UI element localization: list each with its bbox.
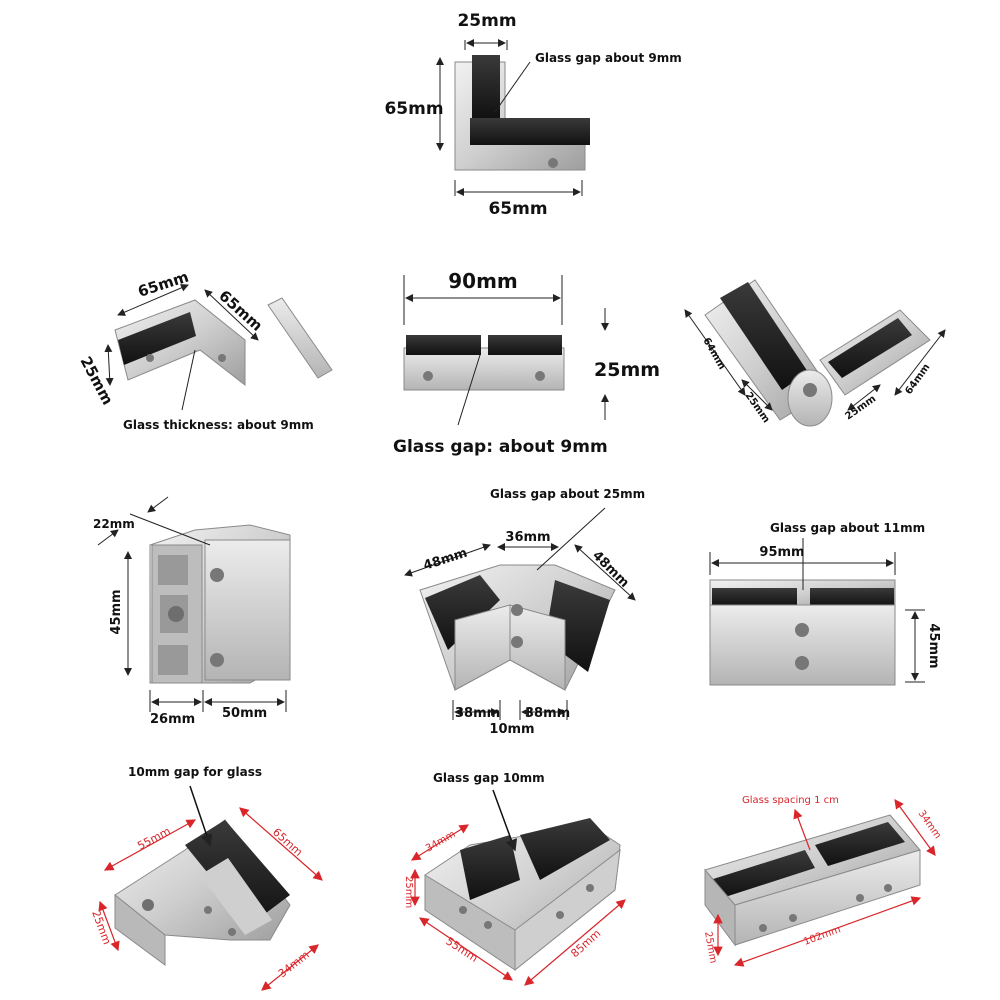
panel-square-clamp: 22mm 45mm 26mm 50mm — [93, 496, 291, 727]
panel-corner-l-90: 25mm 65mm 65mm Glass gap about 9mm — [384, 11, 681, 219]
screw-icon — [884, 884, 892, 892]
dim-left-height: 65mm — [384, 99, 443, 119]
dim-height: 25mm — [702, 931, 718, 965]
dim-side: 26mm — [150, 712, 195, 727]
dim-length: 90mm — [448, 269, 518, 293]
screw-icon — [210, 568, 224, 582]
dim-bottom-right: 38mm — [525, 706, 570, 721]
product-image — [114, 297, 333, 387]
screw-icon — [484, 921, 492, 929]
screw-icon — [146, 354, 154, 362]
dim-depth: 34mm — [916, 808, 943, 841]
dim-length: 95mm — [759, 545, 804, 560]
dim-top-width: 25mm — [457, 11, 516, 31]
callout-text: Glass gap 10mm — [433, 771, 545, 785]
screw-icon — [218, 354, 226, 362]
product-image — [419, 564, 616, 691]
dim-left: 48mm — [422, 546, 470, 574]
dim-right-length: 64mm — [903, 362, 932, 397]
dim-length-b: 65mm — [270, 826, 305, 859]
callout-text: 10mm gap for glass — [128, 765, 262, 779]
dim-bottom-width: 65mm — [488, 199, 547, 219]
callout-text: Glass gap about 11mm — [770, 521, 925, 535]
dimensions — [404, 507, 636, 720]
panel-long-connector-102: Glass spacing 1 cm 34mm 25mm 102mm — [702, 795, 943, 967]
dim-depth: 34mm — [276, 948, 312, 980]
screw-icon — [795, 623, 809, 637]
panel-adjustable-angle: 64mm 25mm 25mm 64mm — [684, 279, 946, 427]
screw-icon — [142, 899, 154, 911]
dim-height: 45mm — [926, 623, 941, 668]
dim-depth: 22mm — [93, 517, 135, 531]
dim-gap: 10mm — [489, 722, 534, 737]
panel-corner-10mm: Glass gap 10mm 34mm 25mm 55mm 85mm — [403, 771, 626, 986]
product-image — [704, 814, 921, 947]
dimensions — [410, 824, 626, 986]
screw-icon — [795, 656, 809, 670]
screw-icon — [228, 928, 236, 936]
screw-icon — [759, 924, 767, 932]
callout-text: Glass gap about 9mm — [535, 51, 682, 65]
panel-l-clamp-10mm: 10mm gap for glass 55mm 65mm 25mm 34mm — [89, 765, 323, 991]
dim-length-a: 55mm — [135, 825, 172, 853]
dimensions — [436, 39, 583, 196]
callout-text: Glass gap: about 9mm — [393, 437, 608, 457]
dim-height: 25mm — [594, 359, 660, 381]
screw-icon — [204, 906, 212, 914]
dimensions — [684, 309, 946, 411]
dimensions — [403, 275, 609, 426]
dim-center: 36mm — [505, 530, 550, 545]
dim-bottom-left: 38mm — [455, 706, 500, 721]
dimensions — [104, 284, 259, 411]
screw-icon — [548, 158, 558, 168]
dim-top: 34mm — [424, 829, 457, 855]
callout-text: Glass spacing 1 cm — [742, 795, 839, 806]
screw-icon — [586, 884, 594, 892]
screw-icon — [803, 383, 817, 397]
callout-text: Glass thickness: about 9mm — [123, 418, 314, 432]
screw-icon — [210, 653, 224, 667]
dim-right-width: 25mm — [843, 394, 878, 423]
dimensions — [98, 807, 323, 991]
pin-image — [267, 297, 333, 379]
panel-straight-connector-95: Glass gap about 11mm 95mm 45mm — [709, 521, 941, 686]
dim-length: 102mm — [802, 924, 842, 948]
screw-icon — [459, 906, 467, 914]
panel-straight-connector-90: 90mm 25mm Glass gap: about 9mm — [393, 269, 660, 457]
product-image — [403, 335, 565, 391]
dimensions — [97, 496, 287, 712]
dim-height: 25mm — [403, 876, 414, 908]
screw-icon — [511, 604, 523, 616]
dim-height: 25mm — [76, 353, 116, 407]
dimensions — [709, 538, 925, 683]
screw-icon — [856, 894, 864, 902]
screw-icon — [511, 636, 523, 648]
product-image — [709, 579, 896, 686]
screw-icon — [789, 914, 797, 922]
panel-angled-3way: 48mm 36mm 48mm Glass gap about 25mm 38mm… — [404, 487, 645, 737]
product-image — [704, 279, 931, 427]
panel-l-bracket-with-pin: 65mm 65mm 25mm Glass thickness: about 9m… — [76, 268, 333, 432]
screw-icon — [556, 911, 564, 919]
screw-icon — [535, 371, 545, 381]
product-image — [149, 524, 291, 684]
dim-height: 45mm — [109, 589, 124, 634]
product-image — [454, 55, 590, 171]
dimensions — [713, 799, 936, 967]
callout-text: Glass gap about 25mm — [490, 487, 645, 501]
dim-width: 50mm — [222, 706, 267, 721]
screw-icon — [423, 371, 433, 381]
